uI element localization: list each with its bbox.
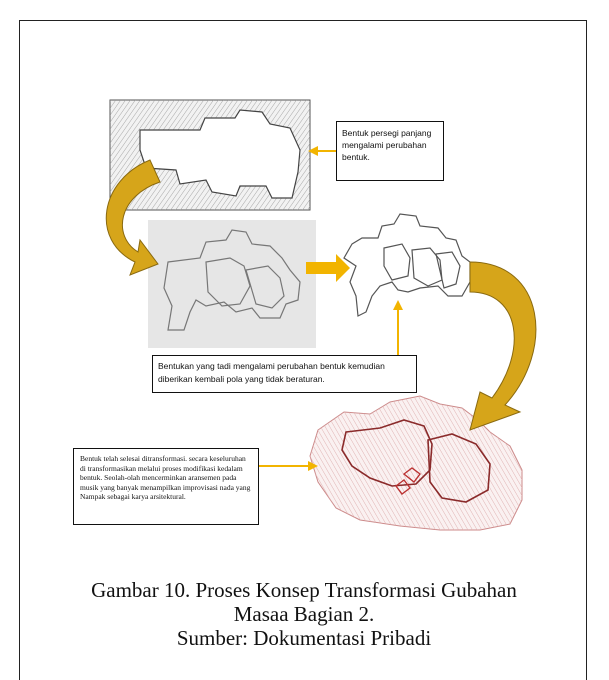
caption-source: Sumber: Dokumentasi Pribadi [176,626,432,650]
figure-frame [19,20,587,680]
note-step-3: Bentuk telah selesai ditransformasi. sec… [73,448,259,525]
figure-caption: Gambar 10. Proses Konsep Transformasi Gu… [20,578,588,650]
caption-subtitle: Masaa Bagian 2. [233,602,375,626]
note-step-1: Bentuk persegi panjang mengalami perubah… [336,121,444,181]
note-step-3-text: Bentuk telah selesai ditransformasi. sec… [80,454,251,502]
note-step-2: Bentukan yang tadi mengalami perubahan b… [152,355,417,393]
caption-title: Gambar 10. Proses Konsep Transformasi Gu… [91,578,517,602]
note-step-2-text: Bentukan yang tadi mengalami perubahan b… [158,361,385,384]
note-step-1-text: Bentuk persegi panjang mengalami perubah… [342,128,432,162]
